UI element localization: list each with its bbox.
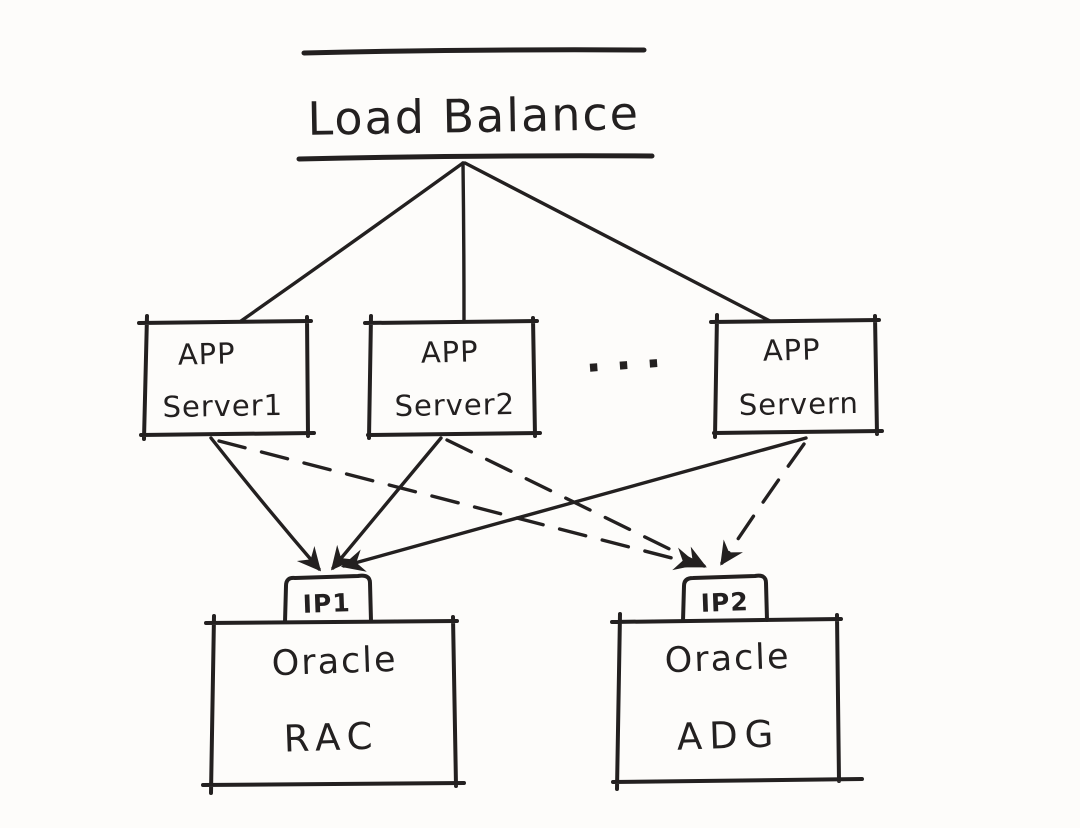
edge-lb-server1: [239, 161, 465, 323]
oracle-adg-product-label: ADG: [676, 712, 781, 759]
edge-server2-ip2: [445, 438, 707, 568]
oracle-rac-product-label: RAC: [283, 714, 380, 760]
app-server-n-label-line2: Servern: [739, 386, 860, 422]
ip2-label: IP2: [700, 587, 749, 618]
app-server-n-box: [709, 313, 884, 439]
oracle-adg-node: IP2 Oracle ADG: [610, 573, 864, 791]
edge-server1-ip2: [217, 439, 699, 571]
load-balancer-node: Load Balance: [296, 47, 655, 162]
app-server-2-box: [363, 314, 542, 440]
oracle-rac-box: [201, 614, 466, 795]
oracle-adg-box: [610, 612, 864, 791]
app-server-1-label-line2: Server1: [162, 388, 283, 424]
app-server-n-label-line1: APP: [762, 332, 821, 368]
load-balancer-bottom-rule: [296, 153, 655, 162]
oracle-adg-vendor-label: Oracle: [664, 637, 791, 681]
ip1-label: IP1: [302, 588, 351, 619]
ip2-tab: [681, 573, 769, 623]
oracle-rac-node: IP1 Oracle RAC: [201, 573, 466, 795]
app-server-1-label-line1: APP: [177, 336, 236, 372]
app-server-1-box: [137, 314, 316, 441]
edge-lb-server2: [461, 161, 466, 322]
app-server-2-label-line1: APP: [420, 334, 479, 370]
app-server-n-node: APP Servern: [709, 313, 884, 439]
ellipsis-dots: ...: [583, 327, 676, 382]
edge-server2-ip1: [331, 436, 443, 571]
ip1-tab: [283, 573, 373, 624]
edges-servers-to-rac: [209, 436, 808, 572]
edge-servern-ip2: [720, 442, 806, 566]
app-server-2-node: APP Server2: [363, 314, 542, 440]
edges-servers-to-adg: [217, 438, 806, 571]
edges-lb-to-servers: [239, 161, 772, 323]
oracle-rac-vendor-label: Oracle: [271, 640, 398, 684]
app-server-2-label-line2: Server2: [394, 387, 515, 423]
edge-lb-servern: [463, 161, 772, 323]
load-balancer-top-rule: [301, 47, 647, 56]
app-server-1-node: APP Server1: [137, 314, 316, 441]
edge-server1-ip1: [209, 436, 322, 572]
load-balancer-label: Load Balance: [307, 86, 640, 146]
